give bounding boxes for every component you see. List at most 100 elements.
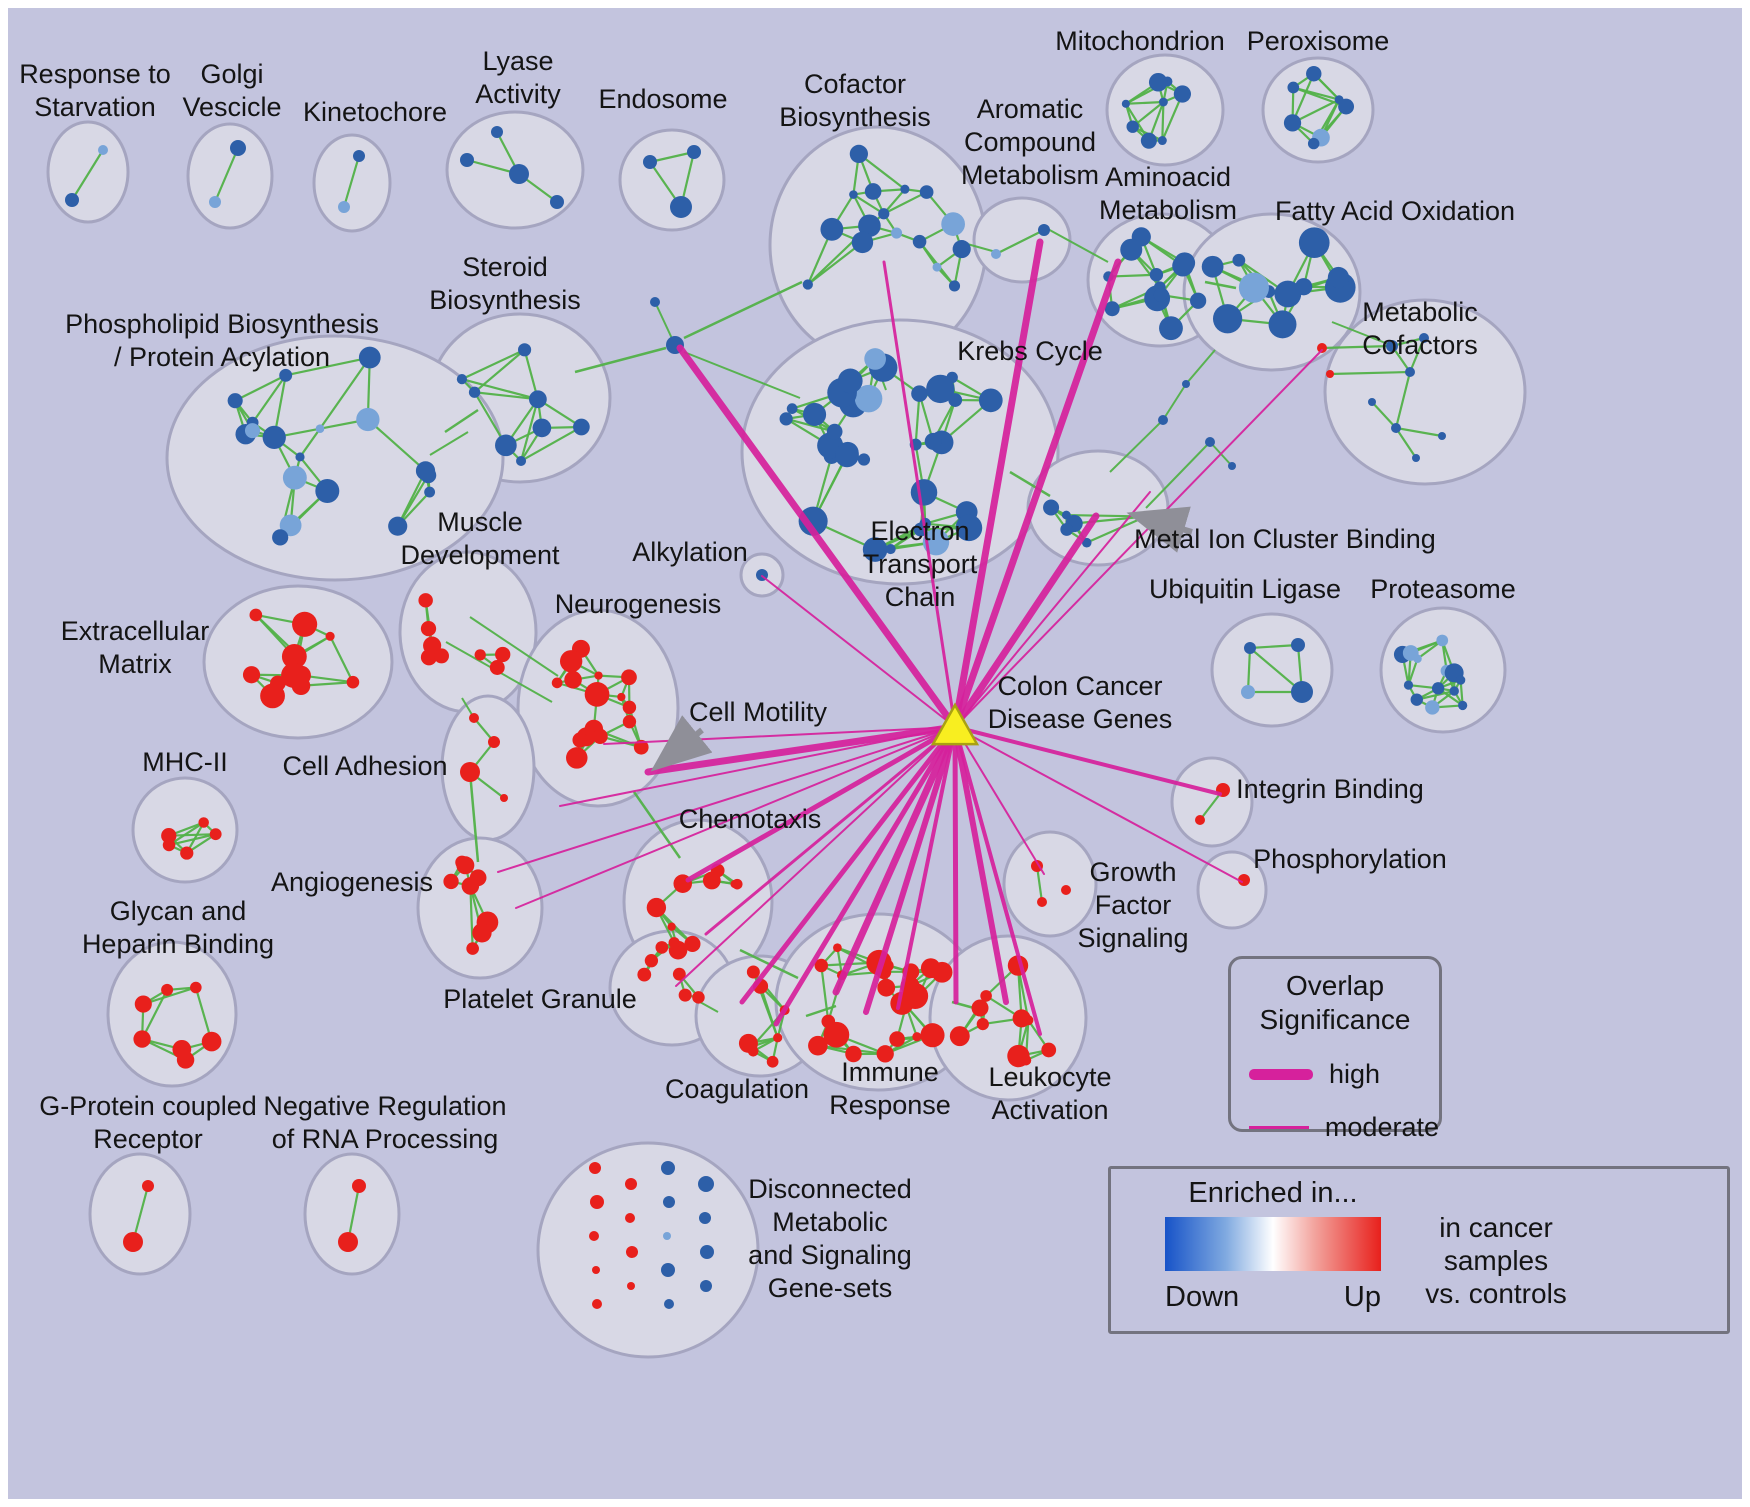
gene-set-edge (251, 374, 287, 424)
enrichment-legend-title: Enriched in... (1188, 1177, 1358, 1209)
gene-set-node (133, 1030, 151, 1048)
gene-set-node (272, 529, 289, 546)
gene-set-node (885, 544, 896, 555)
gene-set-edge (1408, 337, 1426, 373)
gene-set-node (1158, 415, 1168, 425)
cluster-ellipse-glycan-heparin-binding (106, 940, 238, 1088)
cluster-metabolic-cofactors (1317, 333, 1446, 462)
gene-set-node (1402, 645, 1419, 661)
gene-set-node (1020, 1054, 1032, 1066)
up-label: Up (1343, 1281, 1381, 1313)
gene-set-node (472, 923, 492, 943)
gene-set-edge (858, 153, 906, 191)
gene-set-node (1368, 398, 1376, 406)
gene-set-edge (299, 428, 321, 458)
label-endosome: Endosome (598, 84, 727, 114)
intercluster-edge (1045, 227, 1109, 263)
gene-set-edge (367, 418, 427, 472)
gene-set-node (460, 153, 474, 167)
gene-set-node (663, 1232, 671, 1240)
gene-set-node (955, 514, 983, 542)
gene-set-node (949, 1026, 970, 1047)
cluster-ellipse-endosome (618, 128, 726, 232)
significance-edge (773, 724, 958, 1027)
overlap-legend-item-high: high (1231, 1059, 1439, 1090)
intercluster-edge (1109, 419, 1164, 473)
gene-set-node (1291, 638, 1305, 652)
intercluster-edge (468, 771, 480, 863)
significance-edge (739, 724, 958, 1005)
gene-set-edge (142, 986, 197, 1006)
gene-set-node (592, 728, 608, 744)
label-cell-motility: Cell Motility (689, 697, 828, 727)
significance-edge (559, 726, 956, 807)
intercluster-edge (632, 791, 682, 859)
intercluster-edge (683, 280, 803, 340)
gene-set-node (516, 455, 527, 466)
cluster-cofactor-biosynthesis (802, 144, 971, 292)
gene-set-node (358, 346, 381, 369)
gene-set-edge (461, 378, 539, 401)
gene-set-node (877, 978, 896, 997)
gene-set-node (678, 988, 692, 1002)
gene-set-node (1190, 292, 1207, 309)
gene-set-node (1140, 132, 1157, 149)
gene-set-edge (1132, 101, 1165, 128)
gene-set-node (646, 897, 667, 918)
gene-set-node (249, 608, 263, 622)
gene-set-node (594, 671, 603, 680)
gene-set-node (802, 402, 827, 427)
gene-set-edge (461, 348, 526, 381)
gene-set-node (876, 1045, 894, 1063)
gene-set-node (700, 1245, 714, 1259)
label-chemotaxis: Chemotaxis (679, 804, 822, 834)
high-significance-label: high (1329, 1059, 1381, 1089)
cluster-kinetochore (338, 150, 365, 213)
enrichment-color-legend: Enriched in... Down Up in cancer samples… (1108, 1166, 1730, 1334)
gene-set-node (746, 965, 760, 979)
gene-set-edge (329, 635, 354, 683)
gene-set-node (469, 713, 479, 723)
gene-set-node (814, 958, 829, 973)
gene-set-node (352, 1179, 366, 1193)
gene-set-node (980, 990, 992, 1002)
intercluster-edge (1145, 441, 1211, 509)
gene-set-node (315, 478, 340, 503)
colon-cancer-hub-node (930, 702, 980, 746)
label-metal-ion-cluster-binding: Metal Ion Cluster Binding (1134, 524, 1436, 554)
gene-set-node (1148, 72, 1168, 92)
gene-set-node (1306, 66, 1322, 82)
gene-set-node (637, 967, 652, 982)
gene-set-node (469, 869, 487, 887)
overlap-legend-item-moderate: moderate (1231, 1112, 1439, 1143)
gene-set-node (926, 374, 955, 404)
gene-set-node (420, 620, 437, 637)
cluster-ellipse-golgi-vescicle (186, 122, 274, 230)
significance-edge (953, 725, 1222, 796)
gene-set-node (456, 856, 475, 875)
gene-set-edge (319, 356, 371, 430)
gene-set-node (900, 184, 910, 194)
enrichment-axis-labels: Down Up (1165, 1281, 1381, 1314)
gene-set-node (700, 1280, 712, 1292)
significance-edge (896, 725, 957, 1010)
cluster-ellipse-disconnected-gene-sets (536, 1141, 760, 1359)
cluster-negative-regulation-rna-processing (338, 1179, 366, 1252)
gene-set-node (912, 234, 927, 249)
label-cell-adhesion: Cell Adhesion (282, 751, 447, 781)
gene-set-node (1120, 238, 1143, 261)
gene-set-node (1403, 680, 1414, 690)
gene-set-node (198, 817, 209, 828)
gene-set-node (433, 648, 449, 664)
gene-set-node (625, 1178, 637, 1190)
gene-set-node (766, 1055, 779, 1068)
gene-set-node (941, 212, 965, 236)
cluster-platelet-granule (637, 937, 705, 1004)
intercluster-edge (1162, 383, 1187, 421)
gene-set-node (786, 403, 798, 414)
gene-set-node (1061, 885, 1071, 895)
